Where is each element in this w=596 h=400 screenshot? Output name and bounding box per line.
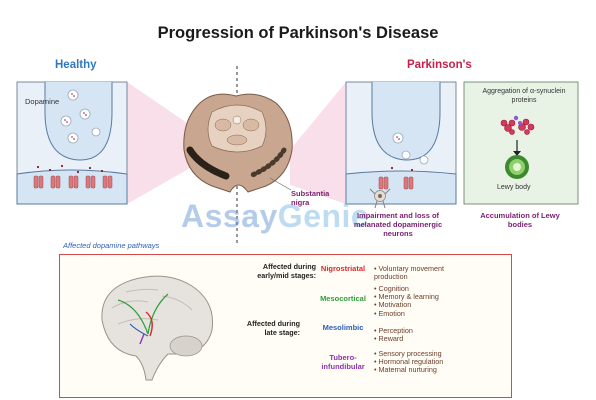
pathway-line-nigrostriatal (145, 311, 153, 337)
healthy-synapse-panel (16, 81, 128, 205)
pathway-line-mesocortical (117, 293, 169, 335)
pathway-nigrostriatal: Nigrostriatal (320, 264, 366, 273)
function-item: • Reward (374, 334, 404, 344)
dying-neuron-icon (369, 188, 391, 209)
pathway-tuberoinfundibular: Tubero-infundibular (321, 353, 365, 371)
midbrain-cross-section (183, 93, 293, 193)
right-zoom-wedge (290, 82, 346, 204)
pathways-box (59, 254, 512, 398)
parkinsons-synapse-panel (345, 81, 457, 205)
page-title: Progression of Parkinson's Disease (157, 24, 439, 42)
pathway-mesocortical: Mesocortical (320, 294, 366, 303)
function-item: • Maternal nurturing (374, 365, 437, 375)
function-item: • Sensory processing (374, 349, 442, 358)
pathway-line-tuberoinfundibular (139, 333, 145, 345)
watermark-part2: Genie (277, 198, 370, 234)
function-item: • Motivation (374, 300, 412, 310)
parkinsons-label: Parkinson's (407, 59, 472, 71)
function-list-mesolimbic: • Perception • Reward (374, 326, 446, 344)
pathway-line-mesolimbic (129, 323, 149, 337)
function-list-tuberoinfundibular: • Sensory processing • Hormonal regulati… (374, 349, 446, 375)
function-item: • Memory & learning (374, 292, 439, 302)
impairment-caption: Impairment and loss of melanated dopamin… (353, 211, 443, 238)
protein-aggregate-icon (500, 118, 535, 135)
function-list-mesocortical: • Cognition • Memory & learning • Motiva… (374, 284, 446, 318)
watermark: AssayGenie (181, 198, 369, 235)
function-item: • Voluntary movement production (374, 264, 445, 282)
function-item: • Perception (374, 326, 413, 335)
healthy-label: Healthy (55, 59, 97, 71)
lewy-body-label: Lewy body (497, 184, 531, 191)
function-list-nigrostriatal: • Voluntary movement production (374, 264, 446, 282)
alpha-synuclein-panel (463, 81, 579, 205)
substantia-nigra-left (186, 146, 230, 180)
dopamine-label: Dopamine (25, 97, 60, 106)
main-illustration (16, 66, 579, 244)
substantia-nigra-label: Substantia nigra (291, 189, 330, 207)
pathways-title: Affected dopamine pathways (63, 241, 160, 250)
accumulation-caption: Accumulation of Lewy bodies (480, 211, 560, 229)
left-zoom-wedge (127, 82, 190, 204)
function-item: • Cognition (374, 284, 409, 293)
function-item: • Emotion (374, 308, 405, 318)
substantia-nigra-right (247, 147, 287, 179)
early-stage-label: Affected during early/mid stages: (257, 262, 316, 280)
late-stage-label: Affected during late stage: (246, 319, 300, 337)
brain-sagittal-illustration (101, 275, 214, 381)
substantia-nigra-pointer (269, 177, 292, 191)
function-item: • Hormonal regulation (374, 357, 444, 367)
watermark-part1: Assay (181, 198, 278, 234)
pathway-mesolimbic: Mesolimbic (322, 323, 364, 332)
aggregation-label: Aggregation of α-synuclein proteins (482, 88, 566, 104)
lewy-body-icon (505, 155, 529, 179)
